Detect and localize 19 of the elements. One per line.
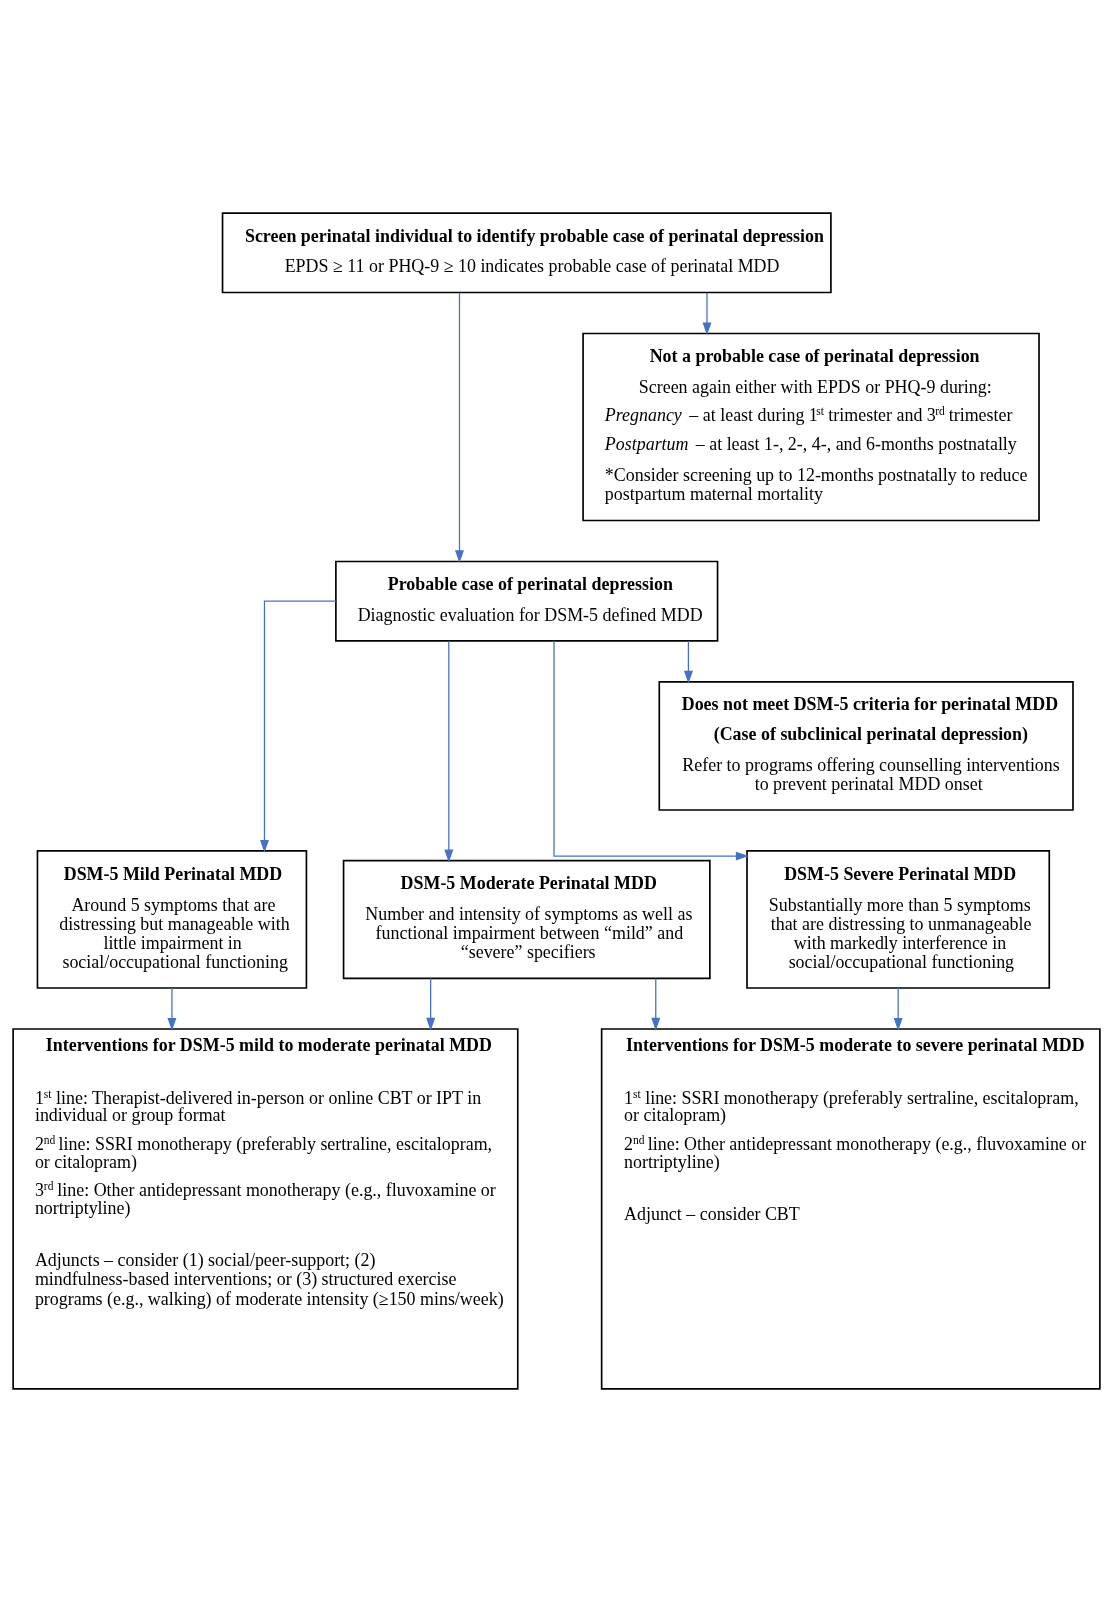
arrow xyxy=(651,977,661,1031)
arrow xyxy=(260,600,337,853)
arrow xyxy=(702,292,712,336)
arrow xyxy=(444,640,454,863)
arrow xyxy=(893,987,903,1031)
node-box: Interventions for DSM-5 moderate to severe perinatal MDD 1$^{st}$ line: SSRI monotherapy (preferably sertraline, escitalopram, or citalopram) 2$^{nd}$ line: Other antidepressant monotherapy (e.g., fluvoxamine or nortriptyline) Adjunct – consider CBT xyxy=(600,1028,1101,1390)
node-box: DSM-5 Mild Perinatal MDD Around 5 symptoms that are distressing but manageable with little impairment in social/occupational functioning xyxy=(36,850,308,989)
arrow xyxy=(683,640,693,684)
arrow xyxy=(455,292,464,564)
node-box: Screen perinatal individual to identify probable case of perinatal depression EPDS ≥ 11 or PHQ-9 ≥ 10 indicates probable case of perinatal MDD xyxy=(221,212,832,294)
node-box: Does not meet DSM-5 criteria for perinatal MDD (Case of subclinical perinatal depression) Refer to programs offering counselling interventions to prevent perinatal MDD onset xyxy=(658,681,1074,811)
node-box: Not a probable case of perinatal depression Screen again either with EPDS or PHQ-9 during: Pregnancy – at least during 1$^{st}$ trimester and 3$^{rd}$ trimester Postpartum – at least 1-, 2-, 4-, and 6-months postnatally *Consider screening up to 12-months postnatally to reduce postpartum maternal mortality xyxy=(582,332,1040,522)
node-box: Probable case of perinatal depression Diagnostic evaluation for DSM-5 defined MDD xyxy=(335,560,719,642)
arrow xyxy=(426,977,436,1031)
arrow xyxy=(167,987,177,1031)
arrow xyxy=(553,640,749,861)
node-box: Interventions for DSM-5 mild to moderate perinatal MDD 1$^{st}$ line: Therapist-delivered in-person or online CBT or IPT in individual or group format 2$^{nd}$ line: SSRI monotherapy (preferably sertraline, escitalopram, or citalopram) 3$^{rd}$ line: Other antidepressant monotherapy (e.g., fluvoxamine or nortriptyline) Adjuncts – consider (1) social/peer-support; (2) mindfulness-based interventions; or (3) structured exercise programs (e.g., walking) of moderate intensity (≥150 mins/week) xyxy=(12,1028,519,1390)
node-box: DSM-5 Severe Perinatal MDD Substantially more than 5 symptoms that are distressing to unmanageable with markedly interference in social/occupational functioning xyxy=(746,850,1051,989)
node-box: DSM-5 Moderate Perinatal MDD Number and intensity of symptoms as well as functional impairment between “mild” and “severe” specifiers xyxy=(342,859,711,980)
